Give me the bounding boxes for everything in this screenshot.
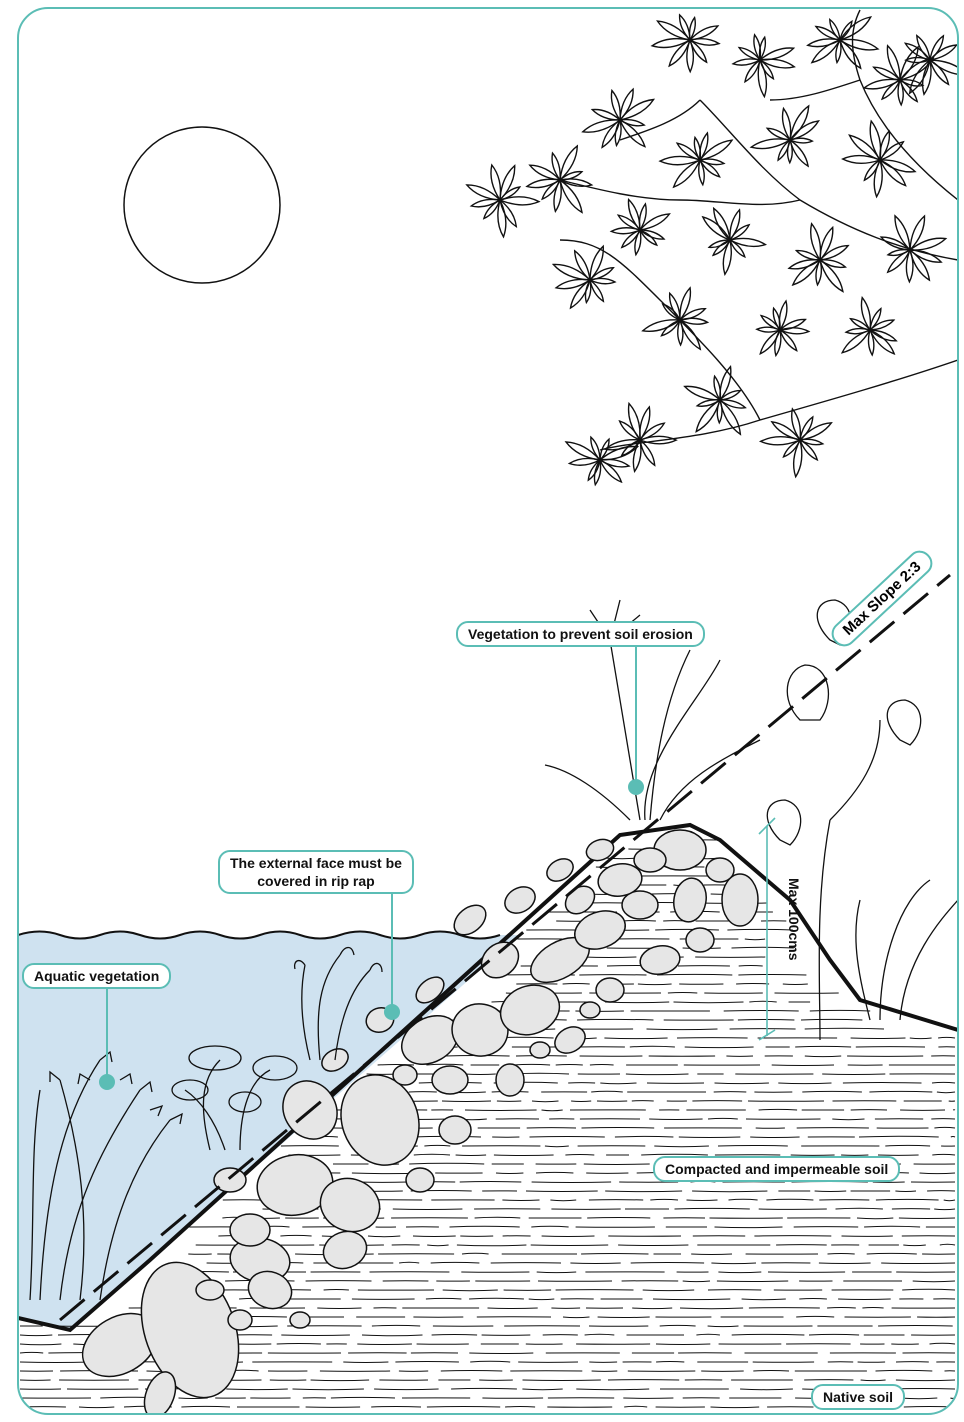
vegetation-label: Vegetation to prevent soil erosion: [456, 621, 705, 647]
compacted-soil-label: Compacted and impermeable soil: [653, 1156, 900, 1182]
rip-rap-label: The external face must be covered in rip…: [218, 850, 414, 894]
rip-rap-label-line2: covered in rip rap: [230, 872, 402, 890]
max-height-label: Max 100cms: [786, 878, 802, 961]
aquatic-vegetation-label: Aquatic vegetation: [22, 963, 171, 989]
bank-vegetation: [545, 600, 958, 1040]
sun: [124, 127, 280, 283]
tree-canopy: [467, 10, 964, 485]
rip-rap-label-line1: The external face must be: [230, 854, 402, 872]
native-soil-label: Native soil: [811, 1384, 905, 1410]
